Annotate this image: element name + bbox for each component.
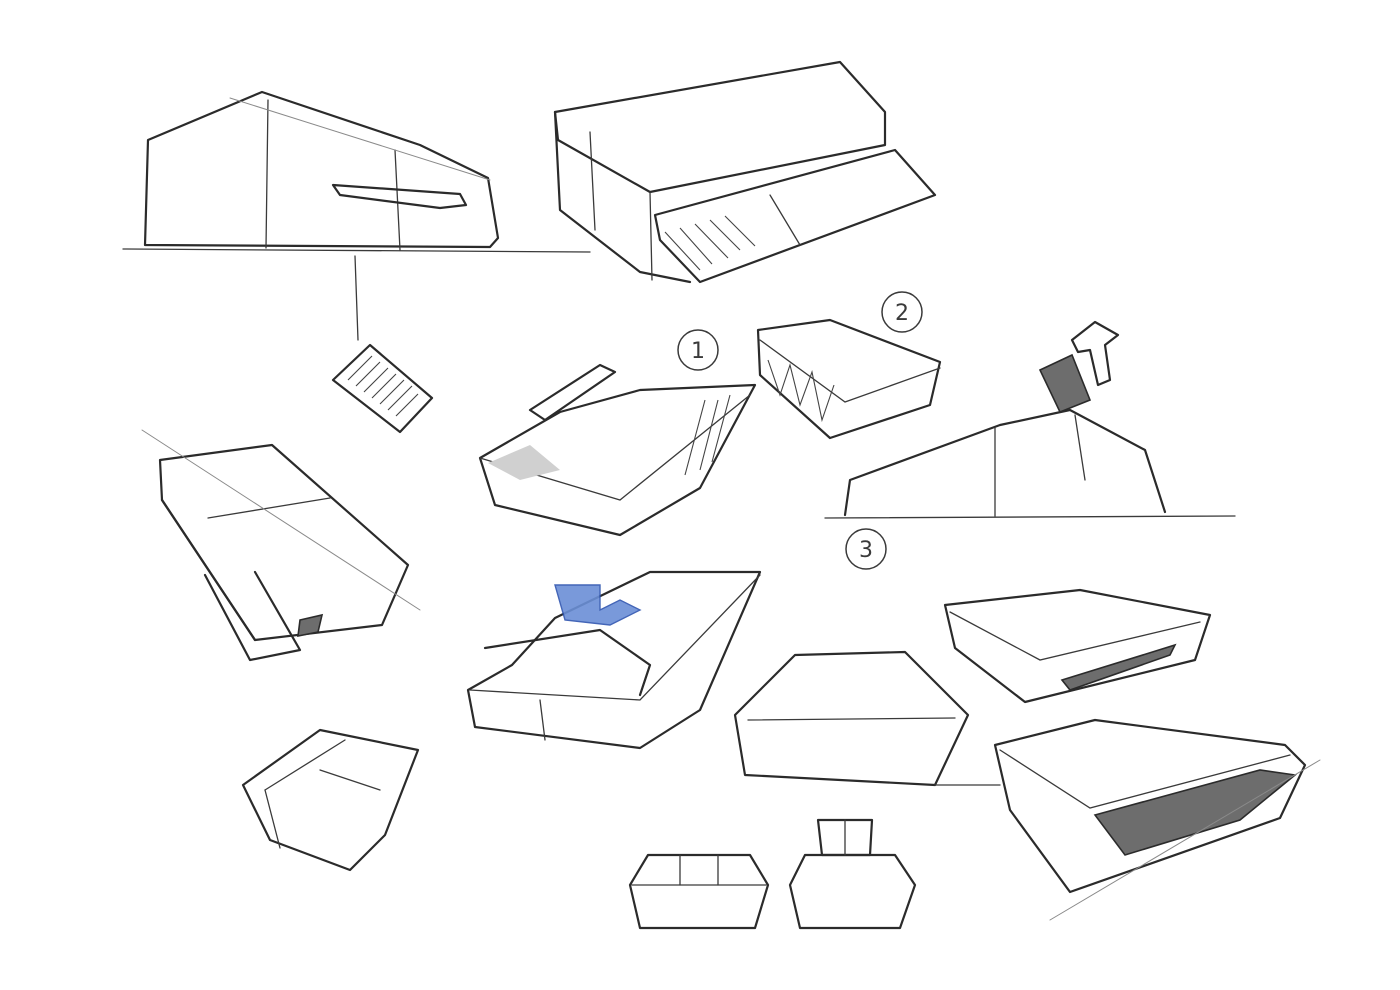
sketch-concept-3: 3: [824, 320, 1236, 570]
step-2-marker: [881, 291, 923, 333]
sketch-wedge-printer-open: [993, 718, 1321, 921]
sketch-concept-1: 1: [478, 329, 757, 537]
step-3-label: 3: [859, 538, 873, 563]
blue-accent-part: [554, 584, 642, 626]
sketch-hex-body: [733, 650, 1001, 787]
sketch-stacked-printer: [466, 570, 762, 750]
sketch-front-views: [628, 818, 917, 930]
sketch-concept-2: 2: [756, 291, 942, 440]
sketch-small-box: [241, 728, 420, 872]
sketch-wedge-printer: [943, 588, 1212, 704]
sketch-small-tray: [331, 343, 434, 434]
step-1-label: 1: [691, 339, 705, 364]
sketch-printer-profile: [122, 90, 591, 341]
step-3-marker: [845, 528, 887, 570]
sketch-flat-printer: [141, 429, 421, 662]
step-2-label: 2: [895, 301, 909, 326]
step-1-marker: [677, 329, 719, 371]
sketch-printer-tray: [553, 60, 937, 284]
